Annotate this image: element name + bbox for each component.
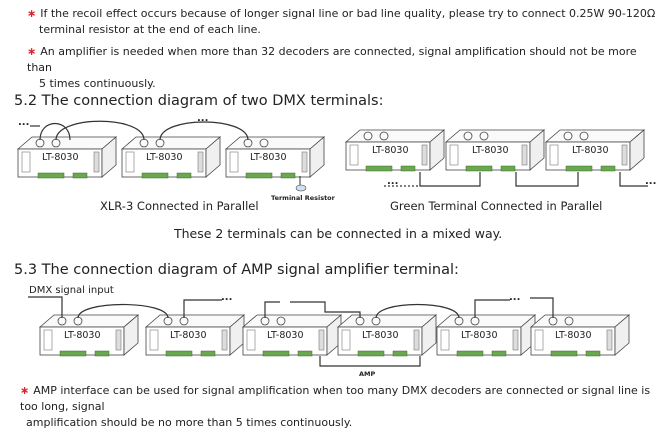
note-amp-line2: amplification should be no more than 5 t…: [26, 416, 353, 429]
note-amplifier-line2: 5 times continuously.: [39, 77, 156, 90]
amp-label: AMP: [359, 370, 376, 378]
star-bullet-icon: ∗: [27, 45, 37, 58]
continuation-dots: ...: [509, 292, 521, 303]
star-bullet-icon: ∗: [27, 7, 37, 20]
section-52-heading: 5.2 The connection diagram of two DMX te…: [14, 93, 384, 109]
continuation-dots: ...: [197, 113, 209, 124]
device-label: LT-8030: [472, 145, 509, 156]
device-label: LT-8030: [572, 145, 609, 156]
continuation-dots: ...: [645, 176, 657, 187]
note-amp-line1: AMP interface can be used for signal amp…: [20, 384, 651, 413]
note-recoil-line2: terminal resistor at the end of each lin…: [39, 23, 261, 36]
device-label: LT-8030: [170, 330, 207, 341]
connection-diagrams: [17, 120, 648, 367]
continuation-dots: ...: [221, 292, 233, 303]
section-53-heading: 5.3 The connection diagram of AMP signal…: [14, 262, 459, 278]
mixed-connection-note: These 2 terminals can be connected in a …: [174, 226, 503, 241]
device-label: LT-8030: [146, 152, 183, 163]
note-amplifier: ∗An amplifier is needed when more than 3…: [27, 44, 662, 92]
continuation-dots: ...: [18, 117, 30, 128]
dmx-signal-input-label: DMX signal input: [29, 285, 114, 296]
note-recoil: ∗If the recoil effect occurs because of …: [27, 6, 662, 38]
star-bullet-icon: ∗: [20, 384, 30, 397]
note-amplifier-line1: An amplifier is needed when more than 32…: [27, 45, 637, 74]
device-label: LT-8030: [42, 152, 79, 163]
device-label: LT-8030: [250, 152, 287, 163]
device-label: LT-8030: [461, 330, 498, 341]
caption-green-terminal-parallel: Green Terminal Connected in Parallel: [390, 199, 603, 213]
continuation-dots: ...: [387, 176, 399, 187]
device-label: LT-8030: [555, 330, 592, 341]
terminal-resistor-label: Terminal Resistor: [271, 194, 335, 202]
device-label: LT-8030: [372, 145, 409, 156]
device-label: LT-8030: [64, 330, 101, 341]
note-amp-interface: ∗AMP interface can be used for signal am…: [20, 383, 665, 431]
note-recoil-line1: If the recoil effect occurs because of l…: [40, 7, 656, 20]
device-label: LT-8030: [362, 330, 399, 341]
caption-xlr-parallel: XLR-3 Connected in Parallel: [100, 199, 259, 213]
device-label: LT-8030: [267, 330, 304, 341]
